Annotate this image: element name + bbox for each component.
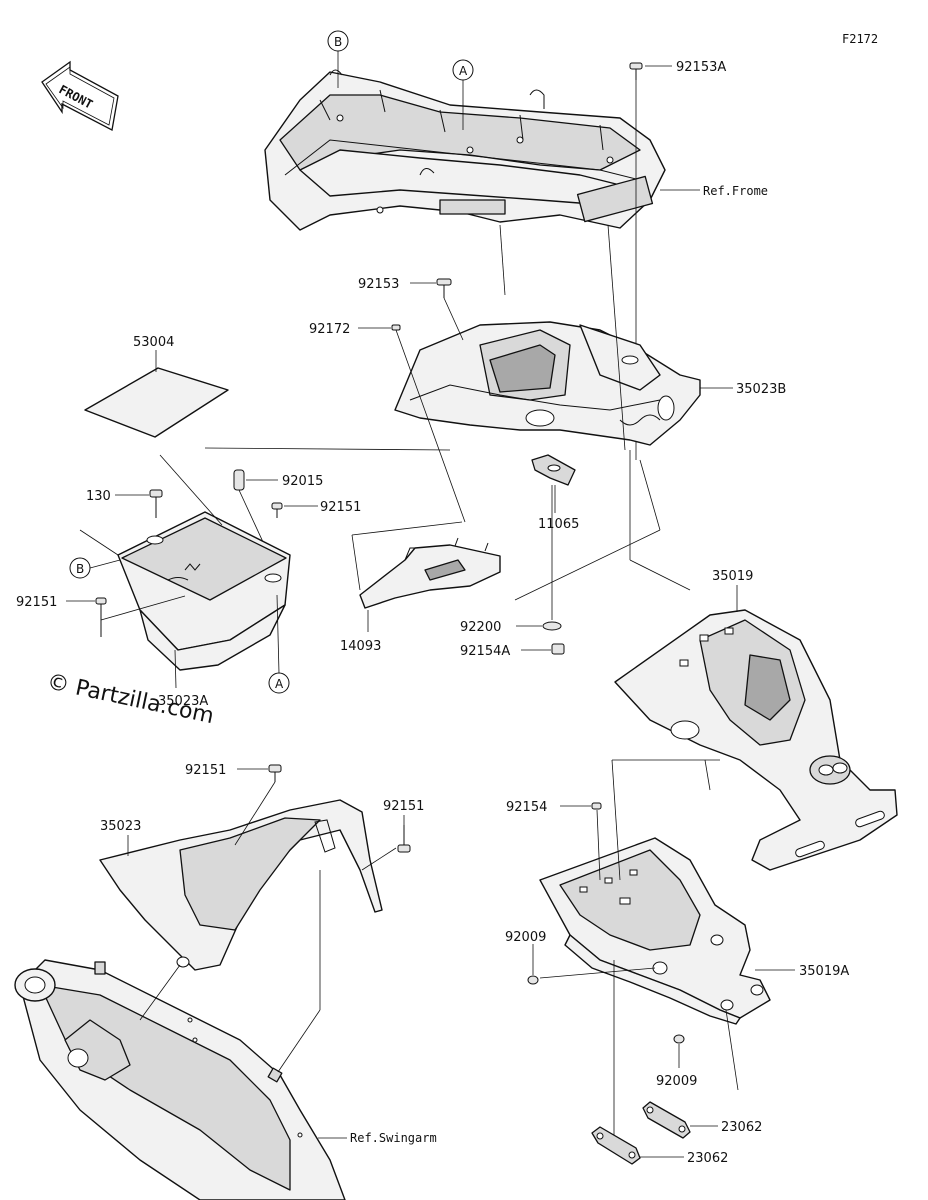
label-92015: 92015 [282, 474, 323, 489]
bracket-35019a [539, 837, 795, 1025]
label-92009-a: 92009 [505, 930, 546, 945]
fender-35023 [99, 799, 383, 971]
label-35023a: 35023A [158, 694, 208, 709]
label-92200: 92200 [460, 620, 501, 635]
swingarm [14, 959, 347, 1200]
screw-92009-a [527, 944, 656, 985]
label-92172: 92172 [309, 322, 350, 337]
label-35019a: 35019A [799, 964, 849, 979]
screw-92172 [358, 324, 466, 523]
screw-92151-a [271, 502, 318, 518]
washer-92200 [516, 485, 562, 631]
callout-a-top: A [452, 59, 474, 130]
screw-92151-d [361, 815, 411, 871]
clamp-11065 [531, 454, 576, 513]
label-14093: 14093 [340, 639, 381, 654]
label-92151-c: 92151 [185, 763, 226, 778]
label-35023: 35023 [100, 819, 141, 834]
label-11065: 11065 [538, 517, 579, 532]
frame-assembly [264, 69, 666, 231]
bracket-14093 [359, 537, 501, 632]
nut-plate-23062-b [591, 1126, 684, 1165]
label-92153a: 92153A [676, 60, 726, 75]
front-arrow-icon: FRONT [41, 60, 119, 131]
label-92153: 92153 [358, 277, 399, 292]
label-35023b: 35023B [736, 382, 786, 397]
label-23062-a: 23062 [721, 1120, 762, 1135]
label-92009-b: 92009 [656, 1074, 697, 1089]
fender-35023b [394, 321, 701, 446]
callout-b-left: B [69, 557, 121, 579]
figure-code: F2172 [842, 32, 878, 46]
svg-text:A: A [459, 64, 468, 78]
label-92151-b: 92151 [16, 595, 57, 610]
bolt-92153 [410, 278, 464, 341]
bolt-92154a [521, 643, 565, 655]
label-92154: 92154 [506, 800, 547, 815]
callout-a-left: A [268, 594, 290, 694]
sheet-53004 [84, 350, 229, 438]
label-92151-a: 92151 [320, 500, 361, 515]
label-130: 130 [86, 489, 111, 504]
watermark: © Partzilla.com [45, 669, 216, 729]
svg-text:A: A [275, 677, 284, 691]
svg-text:B: B [334, 35, 342, 49]
label-53004: 53004 [133, 335, 174, 350]
label-92151-d: 92151 [383, 799, 424, 814]
label-35019: 35019 [712, 569, 753, 584]
cover-35019 [614, 585, 898, 871]
svg-text:B: B [76, 562, 84, 576]
screw-92151-b [66, 595, 186, 637]
callout-b-top: B [327, 30, 349, 88]
label-ref-swingarm: Ref.Swingarm [350, 1131, 437, 1145]
screw-92009-b [673, 1034, 685, 1068]
label-ref-frame: Ref.Frome [703, 184, 768, 198]
screw-92154 [560, 802, 602, 881]
nut-plate-23062-a [642, 1101, 718, 1139]
label-92154a: 92154A [460, 644, 510, 659]
box-35023a [79, 511, 291, 689]
screw-92151-c [234, 764, 282, 846]
bolt-130 [115, 489, 163, 518]
label-23062-b: 23062 [687, 1151, 728, 1166]
